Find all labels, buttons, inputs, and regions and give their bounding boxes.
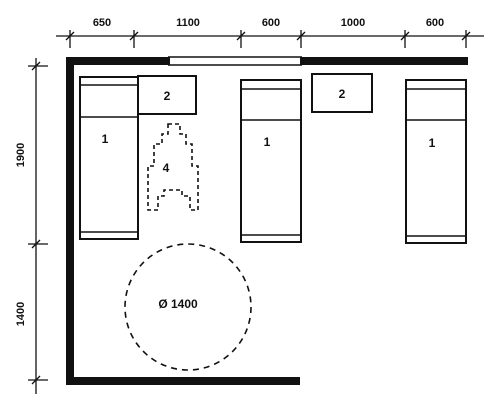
nightstand-left-label: 2 xyxy=(164,89,171,103)
bed-right: 1 xyxy=(405,79,467,244)
dim-top-2: 1100 xyxy=(176,17,200,29)
turning-circle-label: Ø 1400 xyxy=(158,297,198,311)
dim-top-1: 650 xyxy=(93,17,111,29)
dim-left-2: 1400 xyxy=(15,302,27,326)
bed-middle: 1 xyxy=(240,79,302,243)
bed-left-label: 1 xyxy=(102,132,109,146)
dim-left-1: 1900 xyxy=(15,143,27,167)
walls xyxy=(66,56,468,385)
chair-label: 4 xyxy=(163,161,170,175)
dim-top-4: 1000 xyxy=(341,17,365,29)
bed-left: 1 xyxy=(79,76,139,240)
dim-top-5: 600 xyxy=(426,17,444,29)
chair-symbol: 4 xyxy=(147,123,199,211)
top-dimension-chain: 650 1100 600 1000 600 xyxy=(56,17,484,48)
turning-circle: Ø 1400 xyxy=(124,243,252,371)
left-dimension-chain: 1900 1400 xyxy=(15,58,48,394)
nightstand-right: 2 xyxy=(311,73,373,113)
nightstand-left: 2 xyxy=(137,75,197,115)
bed-middle-label: 1 xyxy=(264,135,271,149)
window xyxy=(167,56,303,66)
bed-right-label: 1 xyxy=(429,136,436,150)
dim-top-3: 600 xyxy=(262,17,280,29)
nightstand-right-label: 2 xyxy=(339,87,346,101)
